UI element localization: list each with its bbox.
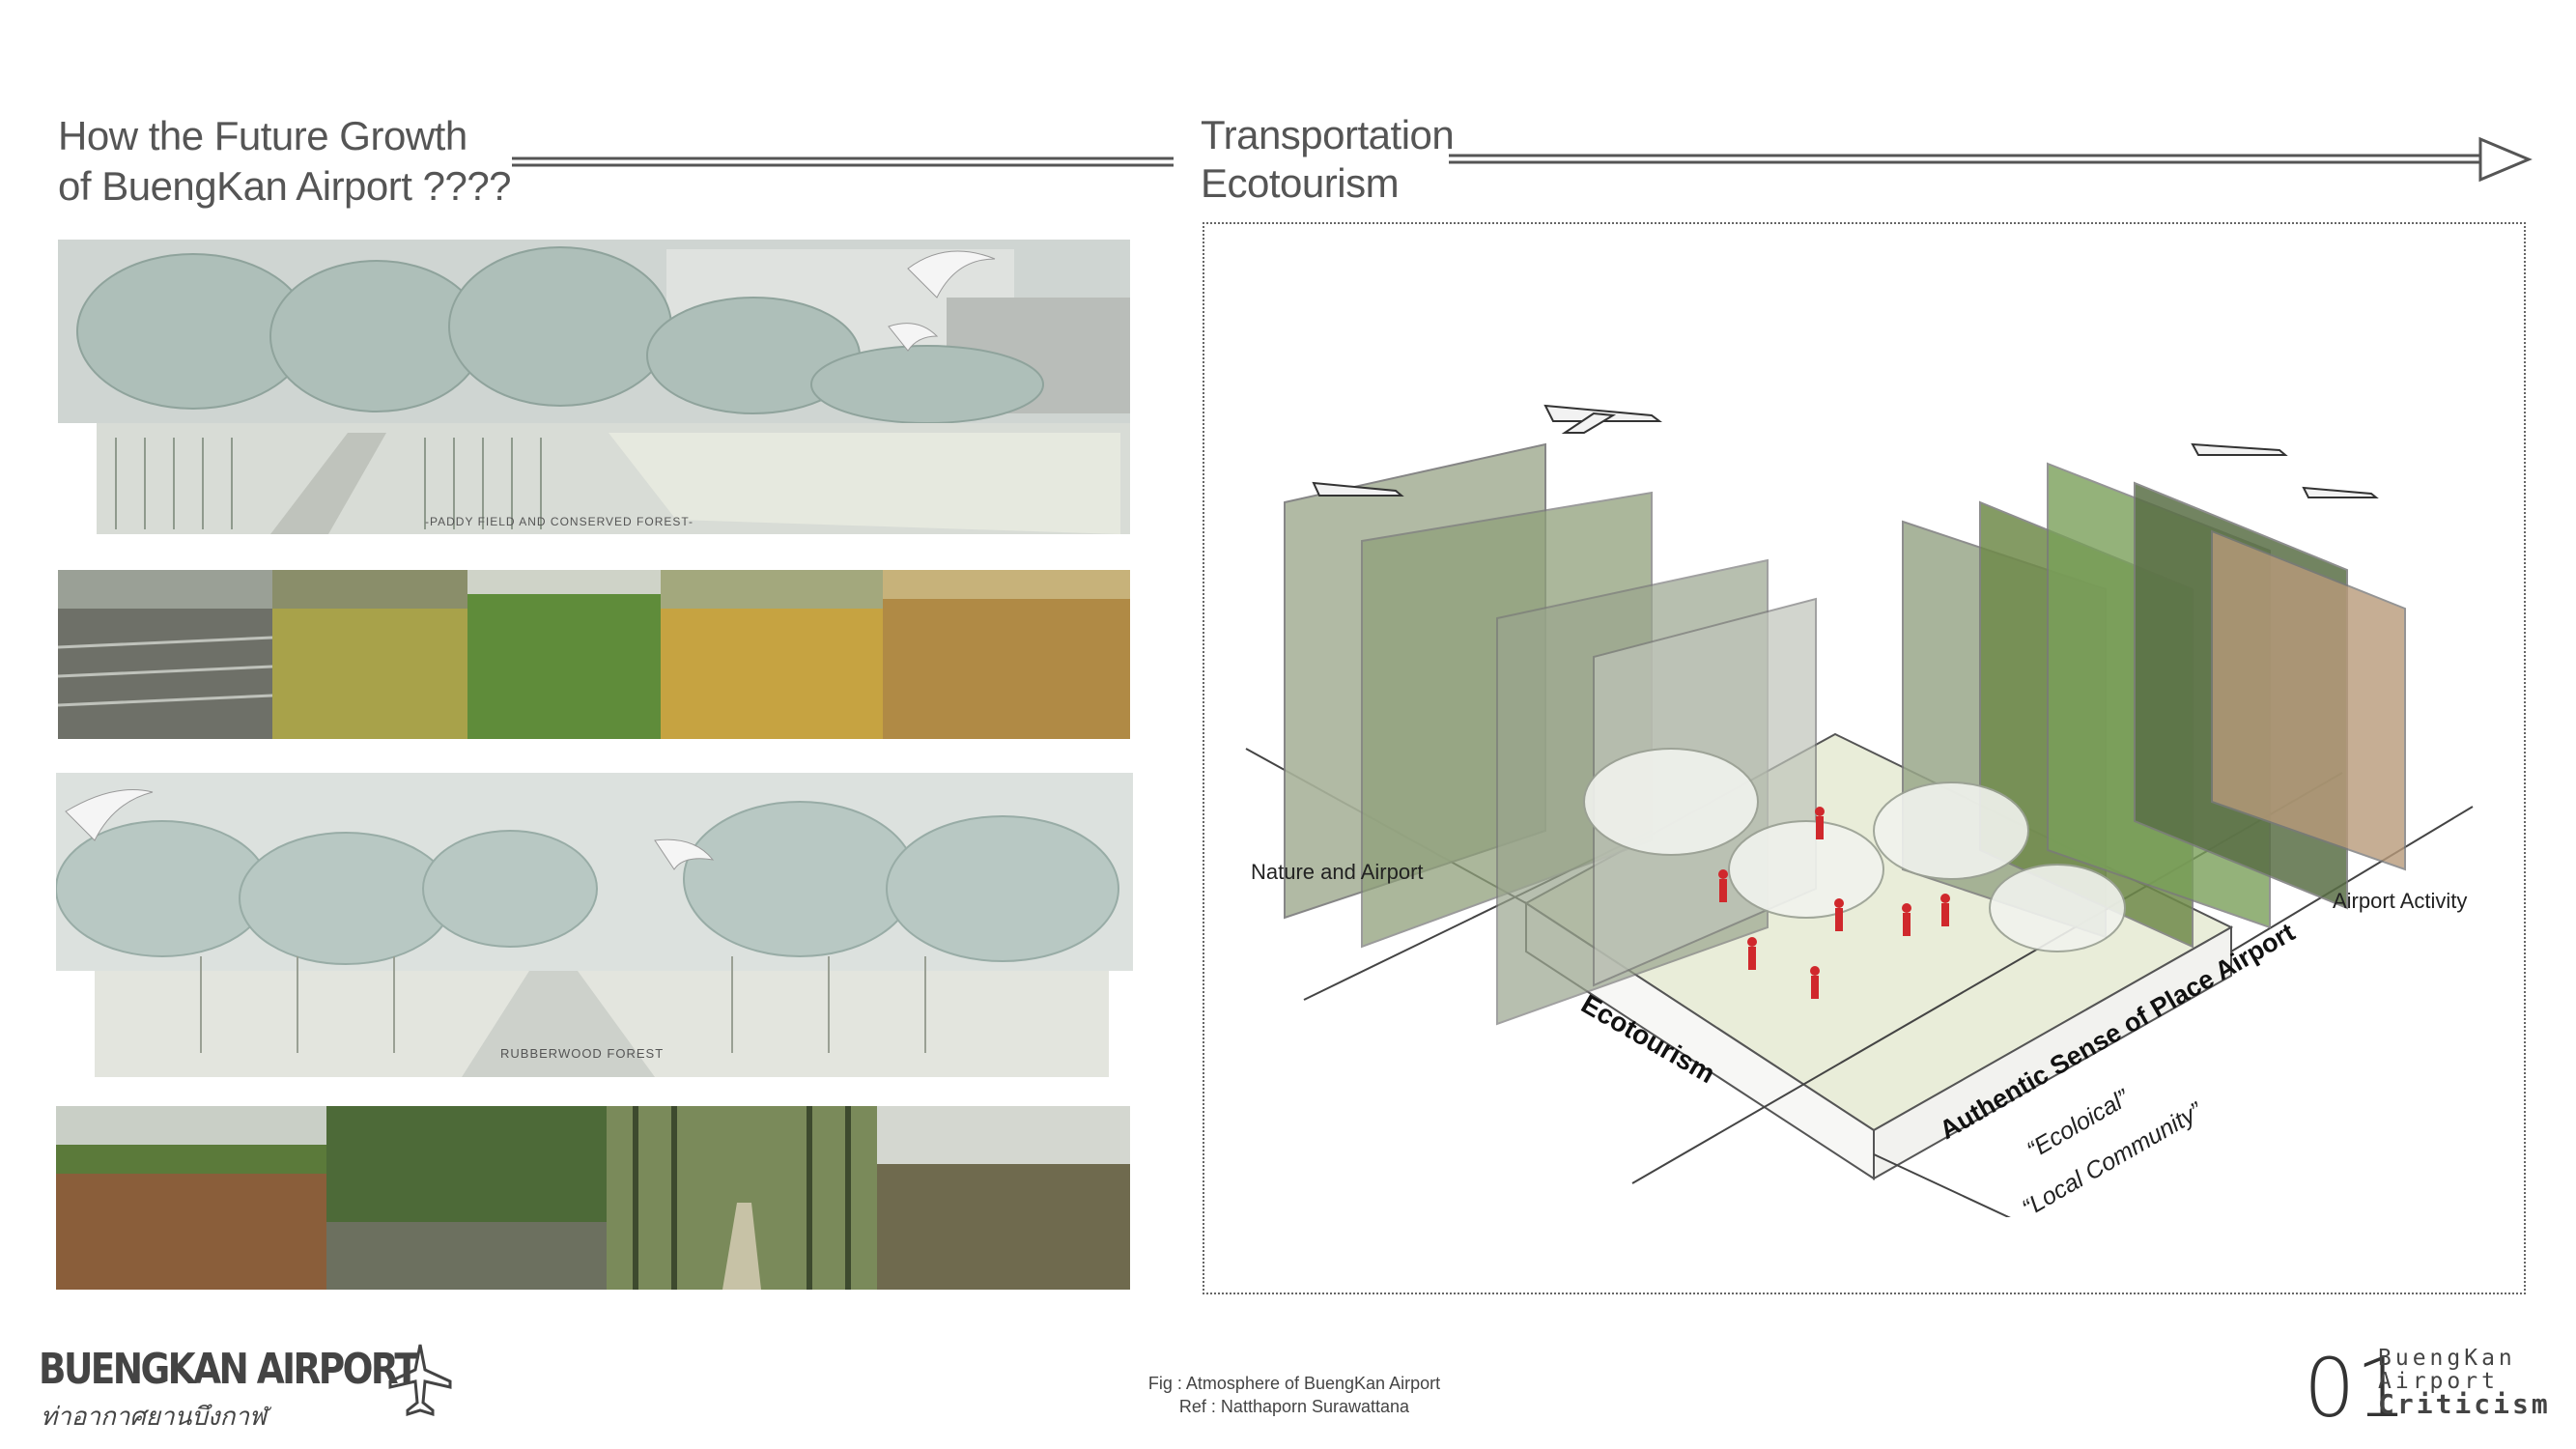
airport-activity-label: Airport Activity: [2333, 889, 2467, 913]
paddy-photos-strip: [58, 570, 1130, 739]
corner-title: BuengKan Airport Criticism: [2378, 1347, 2551, 1416]
paddy-sketch-panel: -PADDY FIELD AND CONSERVED FOREST-: [58, 240, 1130, 534]
rubberwood-photos-strip: [56, 1106, 1130, 1290]
ecotourism-axonometric-diagram: Nature and Airport Airport Activity Ecot…: [1207, 367, 2521, 1217]
figure-caption: Fig : Atmosphere of BuengKan Airport Ref…: [1053, 1372, 1536, 1418]
left-title-line2: of BuengKan Airport ????: [58, 161, 511, 212]
right-title: Transportation Ecotourism: [1201, 111, 1454, 208]
paddy-label: -PADDY FIELD AND CONSERVED FOREST-: [425, 515, 694, 528]
left-arrow-line: [512, 153, 1178, 172]
rubberwood-sketch-panel: RUBBERWOOD FOREST: [56, 773, 1133, 1077]
corner-line1: BuengKan: [2378, 1347, 2551, 1370]
logo-main: BUENGKAN AIRPORT: [39, 1345, 416, 1394]
corner-line3: Criticism: [2378, 1393, 2551, 1416]
left-title-line1: How the Future Growth: [58, 111, 511, 161]
nature-airport-label: Nature and Airport: [1251, 860, 1424, 884]
caption-fig: Fig : Atmosphere of BuengKan Airport: [1053, 1372, 1536, 1395]
left-title: How the Future Growth of BuengKan Airpor…: [58, 111, 511, 212]
logo-sub: ท่าอากาศยานบึงกาฬ: [41, 1397, 267, 1436]
right-title-line1: Transportation: [1201, 111, 1454, 159]
right-title-line2: Ecotourism: [1201, 159, 1454, 208]
arrow-icon: [1449, 135, 2535, 185]
airplane-icon: [386, 1343, 454, 1420]
rubberwood-label: RUBBERWOOD FOREST: [500, 1046, 664, 1061]
caption-ref: Ref : Natthaporn Surawattana: [1053, 1395, 1536, 1418]
